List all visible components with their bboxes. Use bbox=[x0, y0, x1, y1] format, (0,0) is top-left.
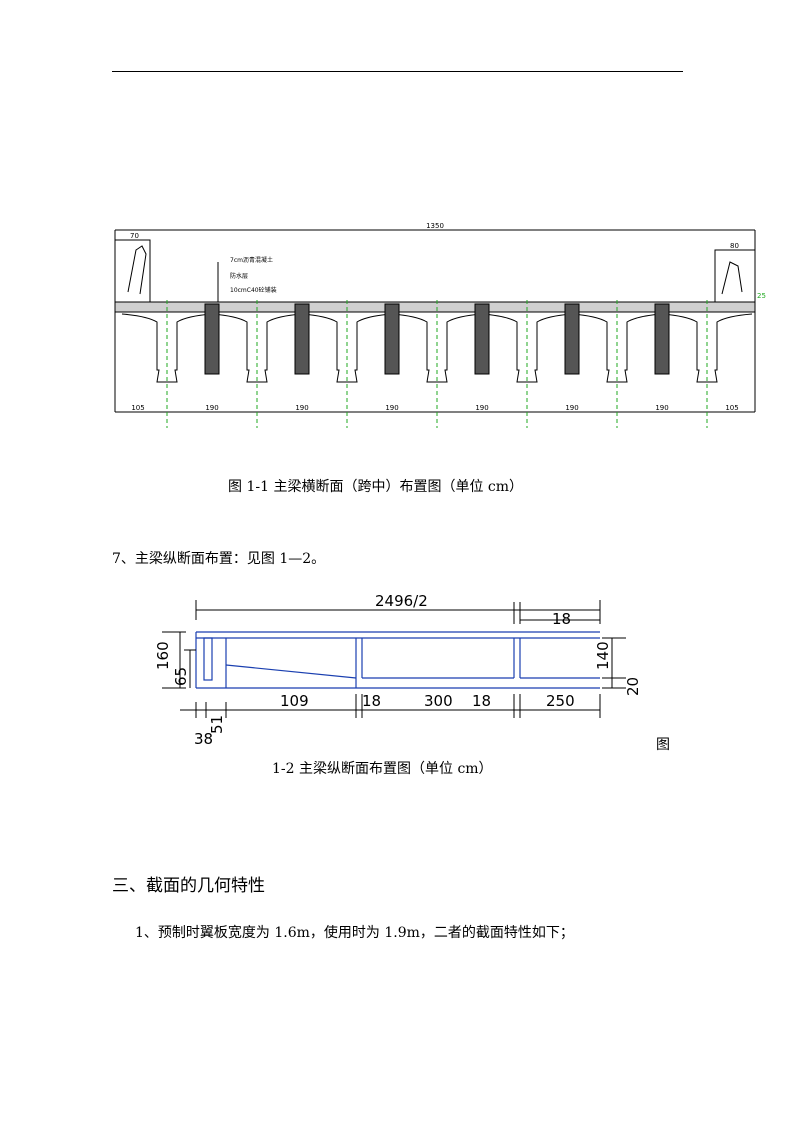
section-heading: 三、截面的几何特性 bbox=[112, 876, 265, 896]
layer-label-1: 7cm沥青混凝土 bbox=[230, 256, 273, 264]
bottom-dim-1: 109 bbox=[280, 692, 309, 710]
right-rail-label: 80 bbox=[730, 242, 739, 250]
girder-3 bbox=[301, 313, 393, 383]
right-bottom-label: 20 bbox=[624, 677, 642, 696]
figure2-caption-char: 图 bbox=[656, 737, 670, 753]
overall-width-label: 1350 bbox=[426, 222, 444, 230]
left-rail-label: 70 bbox=[130, 232, 139, 240]
figure1-caption: 图 1-1 主梁横断面（跨中）布置图（单位 cm） bbox=[228, 479, 524, 495]
girder-1 bbox=[121, 313, 213, 383]
spacing-label: 105 bbox=[131, 404, 144, 412]
paragraph-properties: 1、预制时翼板宽度为 1.6m，使用时为 1.9m，二者的截面特性如下； bbox=[135, 925, 574, 941]
right-height-label: 140 bbox=[594, 641, 612, 670]
bottom-dim-4: 18 bbox=[472, 692, 491, 710]
diaphragm bbox=[474, 303, 490, 375]
header-rule bbox=[112, 71, 683, 72]
spacing-label: 190 bbox=[655, 404, 668, 412]
longitudinal-drawing: 2496/2 18 160 65 140 20 109 18 300 18 25… bbox=[154, 592, 642, 748]
small-dim-38: 38 bbox=[194, 730, 213, 748]
spacing-label: 190 bbox=[565, 404, 578, 412]
left-inner-label: 65 bbox=[172, 667, 190, 686]
girder-5 bbox=[481, 313, 573, 383]
left-height-label: 160 bbox=[154, 641, 172, 670]
figure2-caption: 1-2 主梁纵断面布置图（单位 cm） bbox=[272, 761, 493, 777]
diaphragm bbox=[204, 303, 220, 375]
top-right-dim-label: 18 bbox=[552, 610, 571, 628]
girder-4 bbox=[391, 313, 483, 383]
girder-2 bbox=[211, 313, 303, 383]
spacing-label: 190 bbox=[295, 404, 308, 412]
diaphragm bbox=[654, 303, 670, 375]
spacing-label: 190 bbox=[205, 404, 218, 412]
cross-section-drawing: 1350 70 80 25 7cm沥青混凝土 防水层 10cmC40砼铺装 10… bbox=[114, 222, 766, 428]
spacing-label: 190 bbox=[475, 404, 488, 412]
girder-7 bbox=[661, 313, 753, 383]
bottom-dim-2: 18 bbox=[362, 692, 381, 710]
diaphragm bbox=[564, 303, 580, 375]
top-dim-label: 2496/2 bbox=[375, 592, 428, 610]
small-dim-51: 51 bbox=[208, 715, 226, 734]
layer-label-2: 防水层 bbox=[230, 272, 248, 280]
bottom-dim-3: 300 bbox=[424, 692, 453, 710]
spacing-label: 105 bbox=[725, 404, 738, 412]
layer-label-3: 10cmC40砼铺装 bbox=[230, 286, 277, 294]
side-mark-label: 25 bbox=[757, 292, 766, 300]
diaphragm bbox=[294, 303, 310, 375]
bottom-dim-5: 250 bbox=[546, 692, 575, 710]
diaphragm bbox=[384, 303, 400, 375]
girder-6 bbox=[571, 313, 663, 383]
paragraph-layout: 7、主梁纵断面布置：见图 1—2。 bbox=[112, 551, 326, 567]
spacing-label: 190 bbox=[385, 404, 398, 412]
